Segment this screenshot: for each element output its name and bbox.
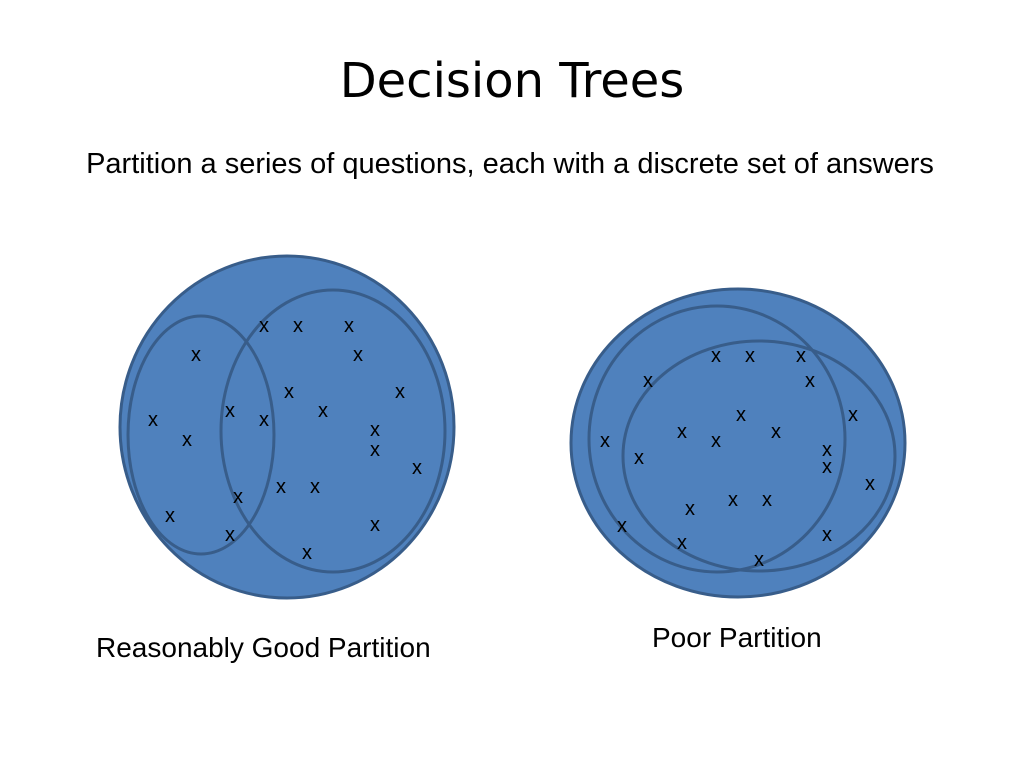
good-partition-marker-20: x [225,524,235,546]
poor-partition-marker-21: x [822,524,832,546]
good-partition-marker-16: x [233,486,243,508]
poor-partition-marker-7: x [848,404,858,426]
good-partition-caption: Reasonably Good Partition [96,632,431,663]
slide-subtitle: Partition a series of questions, each wi… [86,148,934,180]
poor-partition-marker-13: x [822,439,832,461]
poor-partition-marker-15: x [865,473,875,495]
poor-right-subset [621,339,897,573]
good-partition-marker-10: x [259,409,269,431]
good-partition-marker-1: x [259,315,269,337]
poor-partition-marker-6: x [736,404,746,426]
good-partition-marker-6: x [284,381,294,403]
poor-partition-marker-10: x [711,430,721,452]
slide-title: Decision Trees [339,53,685,109]
poor-partition-marker-9: x [677,421,687,443]
good-partition-marker-11: x [318,400,328,422]
poor-partition-marker-20: x [677,532,687,554]
good-partition-marker-12: x [182,429,192,451]
poor-partition-marker-4: x [643,370,653,392]
poor-partition-marker-5: x [805,370,815,392]
poor-partition-marker-3: x [796,345,806,367]
poor-partition-marker-8: x [600,430,610,452]
good-left-subset [126,314,276,556]
poor-partition-marker-17: x [728,489,738,511]
poor-partition-marker-16: x [685,498,695,520]
poor-partition-marker-11: x [771,421,781,443]
poor-partition-marker-1: x [711,345,721,367]
poor-partition-marker-14: x [822,456,832,478]
good-partition-marker-21: x [370,514,380,536]
good-partition-marker-15: x [412,457,422,479]
poor-outer-circle [569,287,907,599]
good-partition-marker-8: x [148,409,158,431]
good-partition-marker-17: x [276,476,286,498]
poor-left-subset [587,304,847,574]
good-partition-marker-14: x [370,439,380,461]
poor-partition-caption: Poor Partition [652,622,822,653]
good-partition-marker-18: x [310,476,320,498]
good-partition-marker-9: x [225,400,235,422]
good-partition-marker-5: x [353,344,363,366]
poor-partition-marker-12: x [634,447,644,469]
good-partition-marker-13: x [370,419,380,441]
poor-partition-marker-2: x [745,345,755,367]
good-partition-marker-19: x [165,505,175,527]
good-right-subset [219,288,447,574]
good-partition-marker-4: x [191,344,201,366]
poor-partition-marker-18: x [762,489,772,511]
good-partition-marker-7: x [395,381,405,403]
poor-partition-marker-19: x [617,515,627,537]
good-outer-circle [118,254,456,600]
poor-partition-marker-22: x [754,549,764,571]
good-partition-marker-3: x [344,315,354,337]
good-partition-marker-22: x [302,542,312,564]
good-partition-marker-2: x [293,315,303,337]
